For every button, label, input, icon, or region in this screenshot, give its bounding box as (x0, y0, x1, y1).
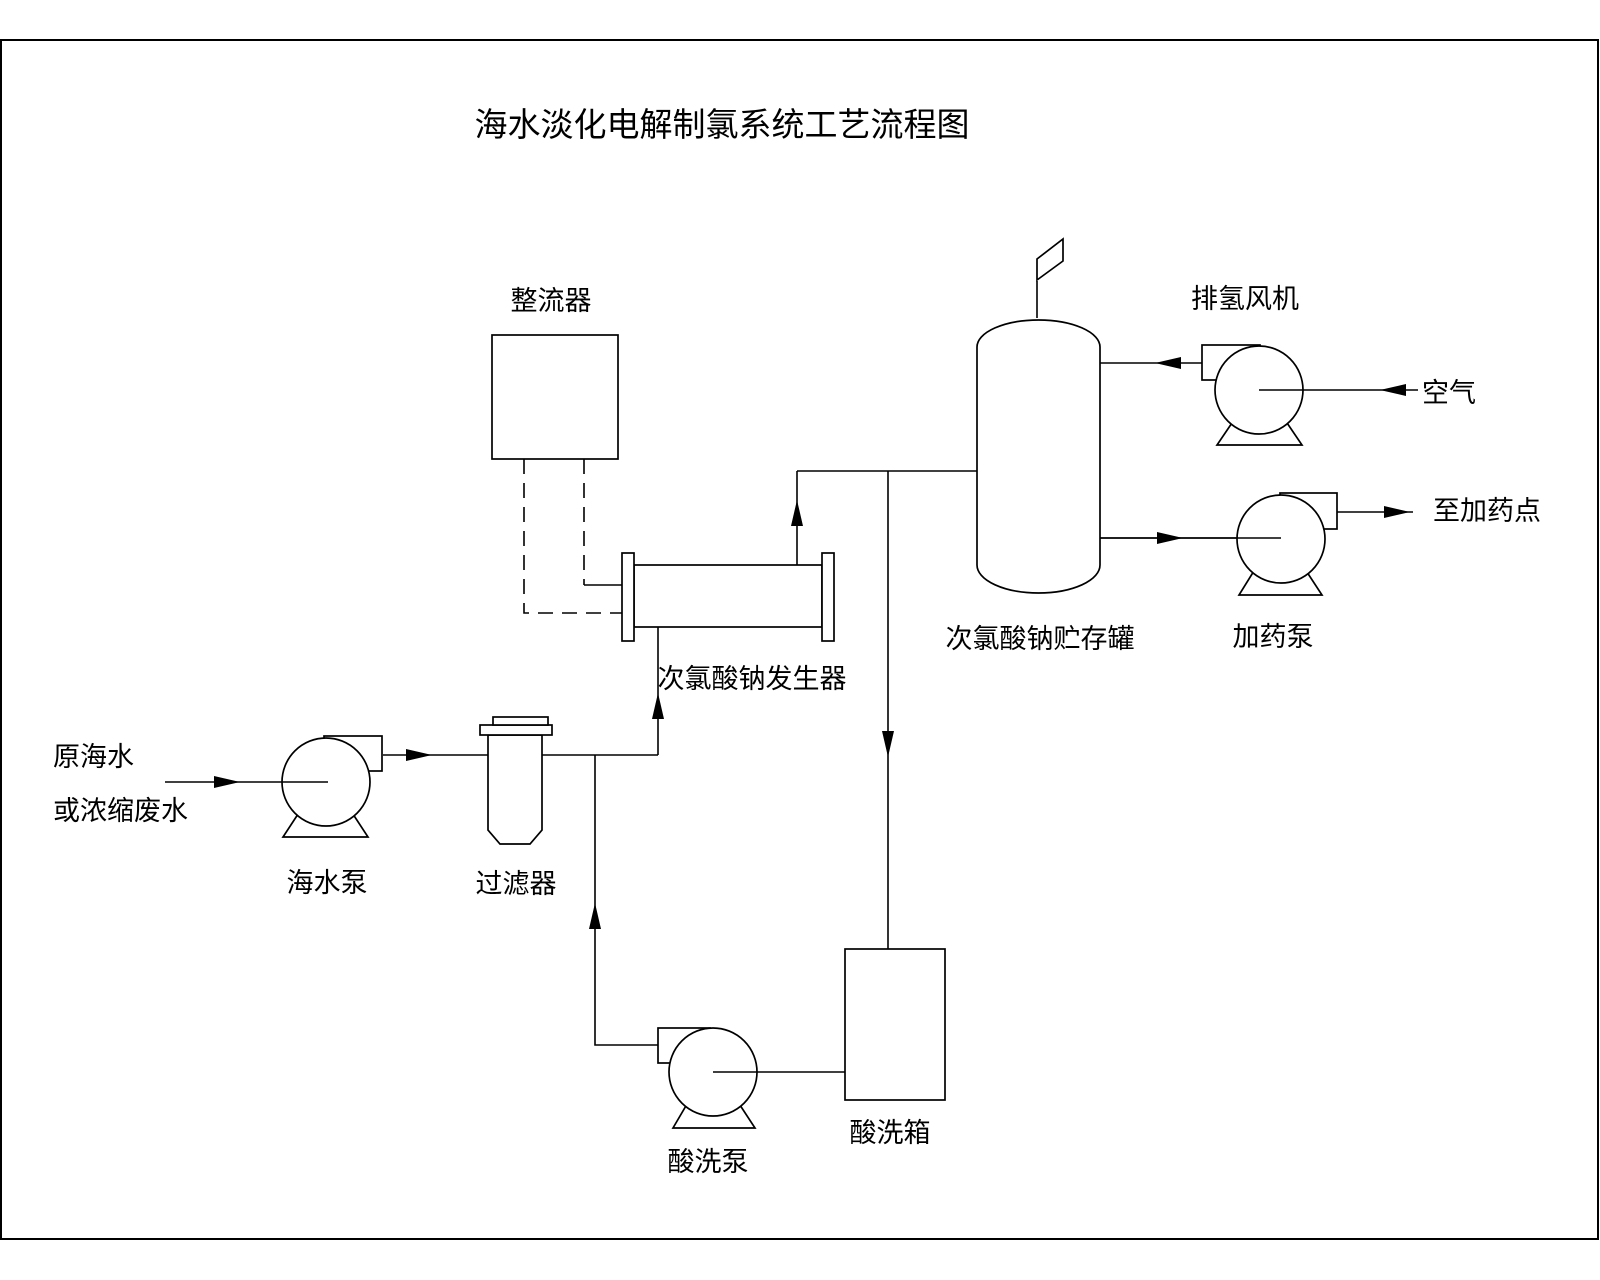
arrow-generator-outlet (791, 500, 803, 526)
dosing-pump-label: 加药泵 (1233, 622, 1314, 652)
filter-label: 过滤器 (476, 869, 557, 899)
arrow-dosing-discharge (1384, 506, 1410, 518)
storage-tank-shell (976, 319, 1101, 594)
pipes (383, 362, 1413, 1046)
arrow-seawater-inlet (214, 776, 240, 788)
arrow-tank-to-dosing-pump (1157, 532, 1183, 544)
drawing-border (0, 39, 1599, 1240)
acid-wash-pump (657, 1027, 845, 1129)
storage-tank (976, 237, 1101, 594)
arrow-up-into-generator (652, 693, 664, 719)
dosing-pump-casing (1236, 494, 1326, 584)
arrow-fan-to-tank (1155, 357, 1181, 369)
concentrated-wastewater-label: 或浓缩废水 (53, 796, 188, 826)
seawater-pump-label: 海水泵 (287, 868, 368, 898)
pipe-acid-return-line (594, 755, 658, 1046)
air-stream-label: 空气 (1422, 378, 1476, 408)
seawater-pump (165, 735, 383, 838)
filter-body (487, 734, 543, 845)
generator-body (633, 564, 823, 628)
filter-cap (492, 716, 549, 726)
generator-flange-right (821, 552, 835, 642)
acid-wash-tank-box (844, 948, 946, 1101)
arrow-acid-return-up (589, 903, 601, 929)
acid-pump-label: 酸洗泵 (668, 1147, 749, 1177)
generator-label: 次氯酸钠发生器 (658, 664, 847, 694)
generator-vessel (621, 552, 835, 642)
storage-tank-label: 次氯酸钠贮存罐 (946, 624, 1135, 654)
raw-seawater-label: 原海水 (53, 742, 134, 772)
rectifier-label: 整流器 (511, 286, 592, 316)
generator-flange-left (621, 552, 635, 642)
storage-tank-vent-flag (1036, 237, 1064, 282)
arrow-air-inlet (1380, 384, 1406, 396)
arrow-pump-to-filter (406, 749, 432, 761)
filter-vessel (479, 716, 553, 845)
to-dosing-point-label: 至加药点 (1433, 496, 1541, 526)
hydrogen-exhaust-fan (1201, 344, 1418, 446)
arrow-down-to-acid-tank (882, 731, 894, 757)
hydrogen-fan-label: 排氢风机 (1191, 284, 1299, 314)
rectifier-busbar-left (523, 459, 622, 614)
diagram-title: 海水淡化电解制氯系统工艺流程图 (475, 106, 970, 143)
acid-tank-label: 酸洗箱 (850, 1118, 931, 1148)
flow-arrows (214, 357, 1410, 929)
dosing-pump (1100, 492, 1338, 596)
rectifier-box (491, 334, 619, 460)
rectifier-connections (523, 459, 622, 614)
filter-flange (479, 724, 553, 736)
